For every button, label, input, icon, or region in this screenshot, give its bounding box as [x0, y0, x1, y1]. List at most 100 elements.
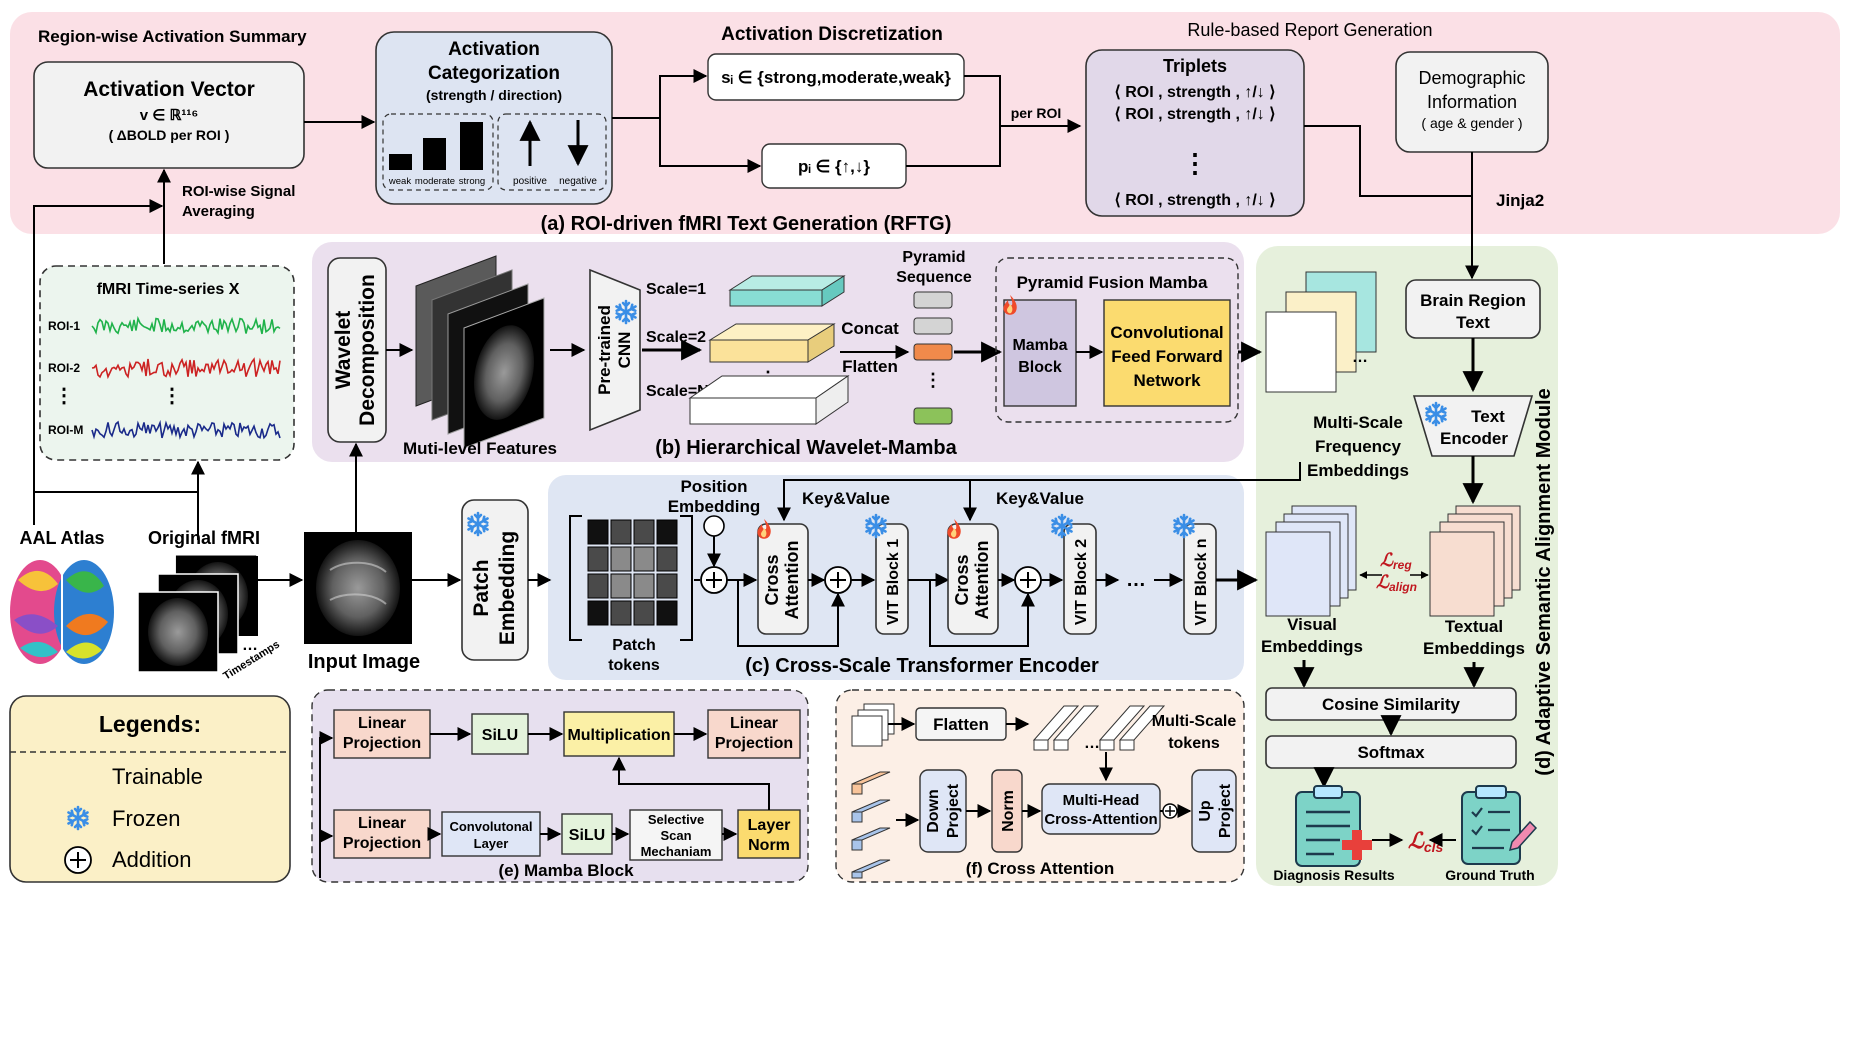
query-token-stack — [851, 771, 891, 879]
linear-label-1: Linear — [358, 815, 406, 832]
activation-vector-title: Activation Vector — [83, 78, 255, 101]
legend-box — [9, 695, 291, 883]
cffn-label-2: Feed Forward — [1111, 347, 1222, 366]
patch-token — [610, 600, 632, 626]
ssm-label-1: Selective — [648, 812, 704, 827]
sequence-token — [913, 291, 953, 309]
patch-token-grid — [587, 519, 678, 626]
patch-embedding-label-2: Embedding — [496, 531, 519, 645]
strength-subbox — [382, 113, 494, 191]
patch-token — [587, 546, 609, 572]
activation-vector-formula: v ∈ ℝ¹¹⁶ — [140, 107, 199, 124]
cnn-label-1: Pre-trained — [595, 305, 614, 395]
triplet-ellipsis: ⋮ — [1182, 148, 1208, 178]
categorization-title-2: Categorization — [428, 63, 560, 84]
linear-label-1: Linear — [730, 715, 778, 732]
visual-label-1: Visual — [1287, 615, 1337, 634]
flatten-label: Flatten — [933, 715, 989, 734]
conv-label-2: Layer — [474, 836, 509, 851]
linear-projection-box — [333, 709, 431, 759]
patch-token — [587, 573, 609, 599]
textual-embeddings-stack — [1429, 505, 1521, 617]
linear-label-2: Projection — [715, 735, 793, 752]
patch-token — [656, 573, 678, 599]
pyramid-seq-label-1: Pyramid — [902, 249, 965, 266]
addition-node — [824, 566, 852, 594]
scale-2-plate — [708, 323, 836, 363]
patch-token — [610, 573, 632, 599]
patch-token — [633, 573, 655, 599]
patch-token — [633, 546, 655, 572]
loss-align: ℒalign — [1376, 572, 1417, 594]
ms-tokens-label-2: tokens — [1168, 735, 1220, 752]
legend-addition: Addition — [112, 847, 192, 872]
wavelet-label-1: Wavelet — [332, 311, 355, 390]
tokens-bracket — [569, 515, 582, 641]
visual-label-2: Embeddings — [1261, 637, 1363, 656]
addition-node — [1014, 566, 1042, 594]
vit-block-n-label: VIT Block n — [1193, 538, 1210, 625]
flatten-label: Flatten — [842, 357, 898, 376]
scale-label: Scale=1 — [646, 281, 706, 298]
ms-tokens-label-1: Multi-Scale — [1152, 713, 1237, 730]
silu-label: SiLU — [482, 727, 518, 744]
categorization-subtitle: (strength / direction) — [426, 87, 562, 103]
position-embedding-label-2: Embedding — [668, 497, 761, 516]
multiplication-label: Multiplication — [567, 727, 670, 744]
arrow-atlas-to-vector — [33, 199, 164, 525]
patch-token — [633, 600, 655, 626]
addition-node — [700, 566, 728, 594]
fmri-frame-stack — [137, 556, 258, 673]
vit-block-1-label: VIT Block 1 — [885, 539, 902, 625]
linear-label-1: Linear — [358, 715, 406, 732]
arrow-norm-to-mult — [612, 756, 770, 810]
brain-region-label-2: Text — [1456, 313, 1490, 332]
triplets-title: Triplets — [1163, 56, 1227, 76]
residual-line-2 — [929, 580, 1035, 647]
input-image — [304, 532, 412, 644]
norm-label: Norm — [1000, 790, 1017, 832]
timeseries-title: fMRI Time-series X — [97, 281, 240, 298]
loss-reg: ℒreg — [1380, 550, 1412, 572]
silu-label: SiLU — [569, 827, 605, 844]
cffn-label-1: Convolutional — [1110, 323, 1223, 342]
arrow-label-positive: positive — [513, 176, 547, 187]
residual-line-1 — [737, 580, 845, 647]
arrow-msfe-to-keyvalue — [777, 462, 1301, 522]
ground-truth-label: Ground Truth — [1445, 867, 1534, 883]
roi1-signal — [91, 315, 281, 336]
panel-f-caption: (f) Cross Attention — [966, 859, 1115, 878]
multilevel-label: Muti-level Features — [403, 439, 557, 458]
cross-label-2: Attention — [972, 541, 992, 620]
sequence-token — [913, 317, 953, 335]
roi-label: ROI-1 — [48, 319, 80, 333]
timeseries-dots: ⋮ — [162, 385, 182, 407]
panel-d-caption: (d) Adaptive Semantic Alignment Module — [1533, 388, 1555, 775]
report-generation-title: Rule-based Report Generation — [1187, 20, 1432, 40]
cffn-label-3: Network — [1133, 371, 1201, 390]
position-embedding-label-1: Position — [680, 477, 747, 496]
triplets-box — [1085, 49, 1305, 217]
layer-norm-label-1: Layer — [748, 817, 791, 834]
msfe-label-2: Frequency — [1315, 437, 1402, 456]
legend-frozen: Frozen — [112, 806, 180, 831]
vit-dots: … — [1126, 569, 1146, 591]
up-project-box — [1191, 769, 1237, 853]
demographic-line1: Demographic — [1418, 68, 1525, 88]
patch-tokens-label-1: Patch — [612, 637, 656, 654]
patch-token — [610, 519, 632, 545]
arrow-label-negative: negative — [559, 176, 597, 187]
mamba-block-label-2: Block — [1018, 359, 1062, 376]
strength-bar — [460, 122, 483, 170]
timeseries-box — [39, 265, 295, 461]
multilevel-feature-maps — [415, 255, 545, 449]
layer-norm-box — [737, 809, 801, 859]
tokens-bracket — [680, 515, 693, 641]
panel-a-caption: (a) ROI-driven fMRI Text Generation (RFT… — [541, 213, 952, 235]
visual-embeddings-stack — [1265, 505, 1357, 617]
triplet-row: ⟨ ROI , strength , ↑/↓ ⟩ — [1115, 84, 1276, 101]
original-fmri-label: Original fMRI — [148, 528, 260, 548]
bar-label-weak: weak — [388, 176, 411, 187]
sequence-token — [913, 343, 953, 361]
arrow-atlas-to-timeseries — [34, 460, 205, 493]
